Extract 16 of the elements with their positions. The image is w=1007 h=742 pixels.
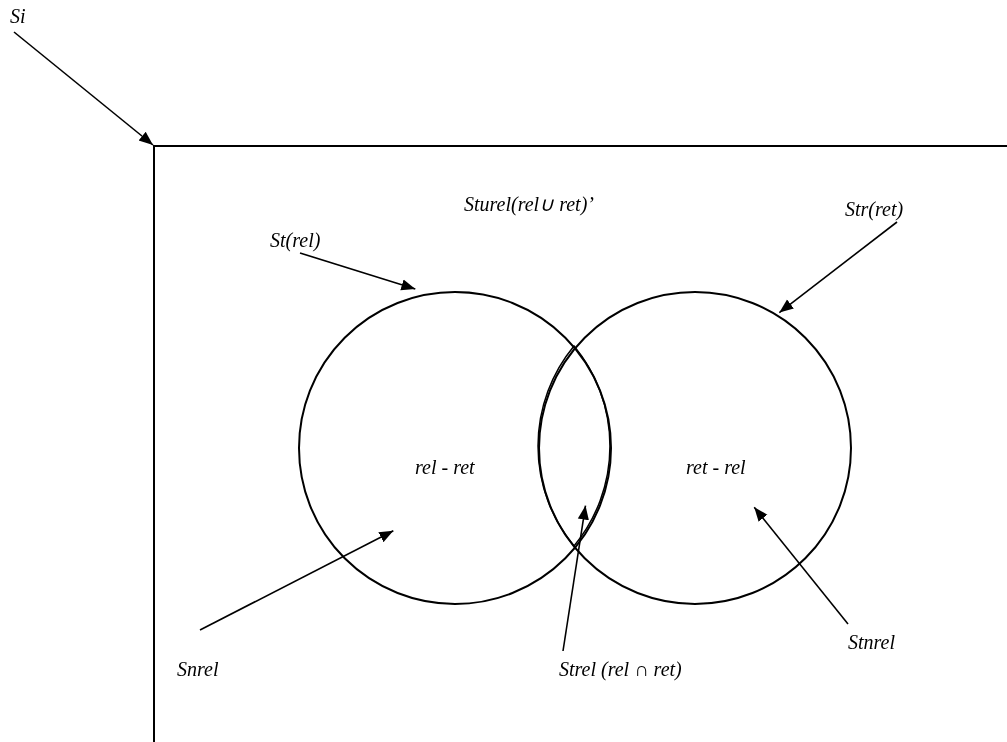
leader-arrow <box>13 31 154 146</box>
leader-arrow <box>299 252 417 291</box>
region-label: ret - rel <box>686 457 746 477</box>
leader-arrow <box>753 506 849 625</box>
set-label: Snrel <box>177 655 237 683</box>
leader-arrow <box>199 530 395 631</box>
set-label: Si <box>10 2 42 30</box>
set-label: Stnrel <box>848 628 918 656</box>
set-label: St(rel) <box>270 226 340 254</box>
set-label: Str(ret) <box>845 195 929 223</box>
region-label: Sturel(rel∪ ret)’ <box>464 194 594 214</box>
region-label: rel - ret <box>415 457 475 477</box>
leader-arrow <box>562 504 589 652</box>
set-label: Strel (rel ∩ ret) <box>559 655 729 683</box>
leader-arrow <box>778 221 898 314</box>
universe-frame <box>153 145 1007 742</box>
